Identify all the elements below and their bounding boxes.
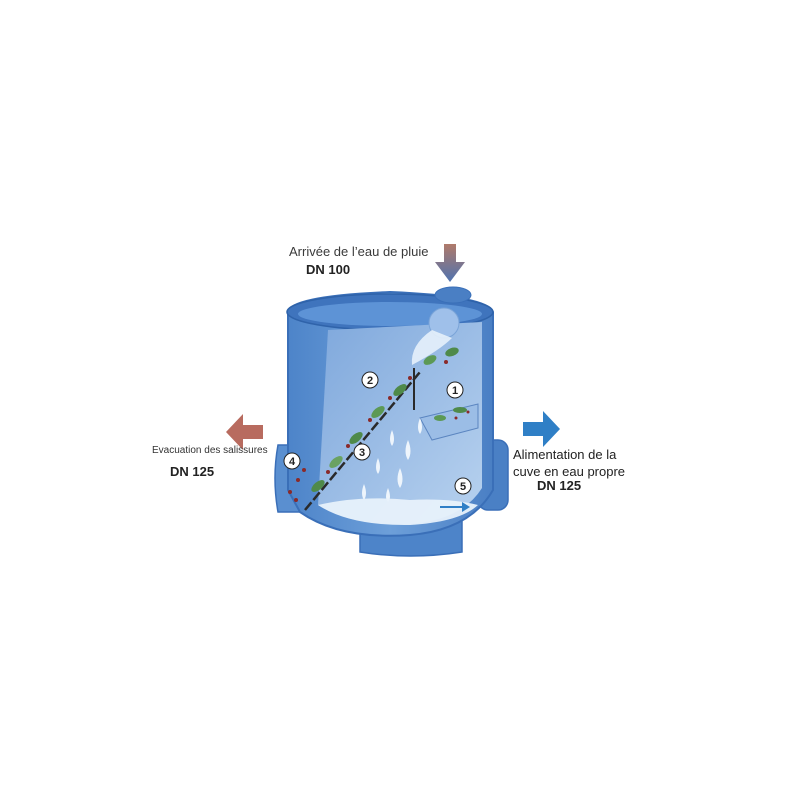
clean-outlet-title: Alimentation de la cuve en eau propre (513, 447, 626, 479)
clean-outlet-arrow (523, 411, 560, 447)
inlet-nozzle (434, 286, 472, 304)
clean-water-drops (362, 418, 422, 502)
inclined-sieve (304, 371, 421, 511)
dirt-outlet-dn: DN 125 (170, 464, 215, 479)
marker-2: 2 (361, 371, 379, 389)
inlet-title: Arrivée de l’eau de pluie (289, 244, 429, 259)
dirt-outlet-title: Evacuation des salissures (152, 445, 268, 456)
svg-text:5: 5 (460, 481, 466, 493)
inlet-dn: DN 100 (306, 262, 351, 277)
leaves-debris (288, 347, 470, 502)
water-surface (318, 498, 478, 526)
water-spray (411, 330, 452, 365)
clean-outlet-dn: DN 125 (537, 478, 582, 493)
svg-text:2: 2 (367, 375, 373, 387)
flow-arrow (440, 502, 470, 512)
svg-text:3: 3 (359, 447, 365, 459)
inlet-arrow (435, 244, 465, 282)
dirt-outlet-arrow (226, 414, 263, 450)
svg-text:1: 1 (452, 385, 458, 397)
marker-3: 3 (353, 443, 371, 461)
tank-interior (318, 322, 482, 525)
marker-4: 4 (283, 452, 301, 470)
svg-text:4: 4 (289, 456, 296, 468)
marker-5: 5 (454, 477, 472, 495)
marker-1: 1 (446, 381, 464, 399)
